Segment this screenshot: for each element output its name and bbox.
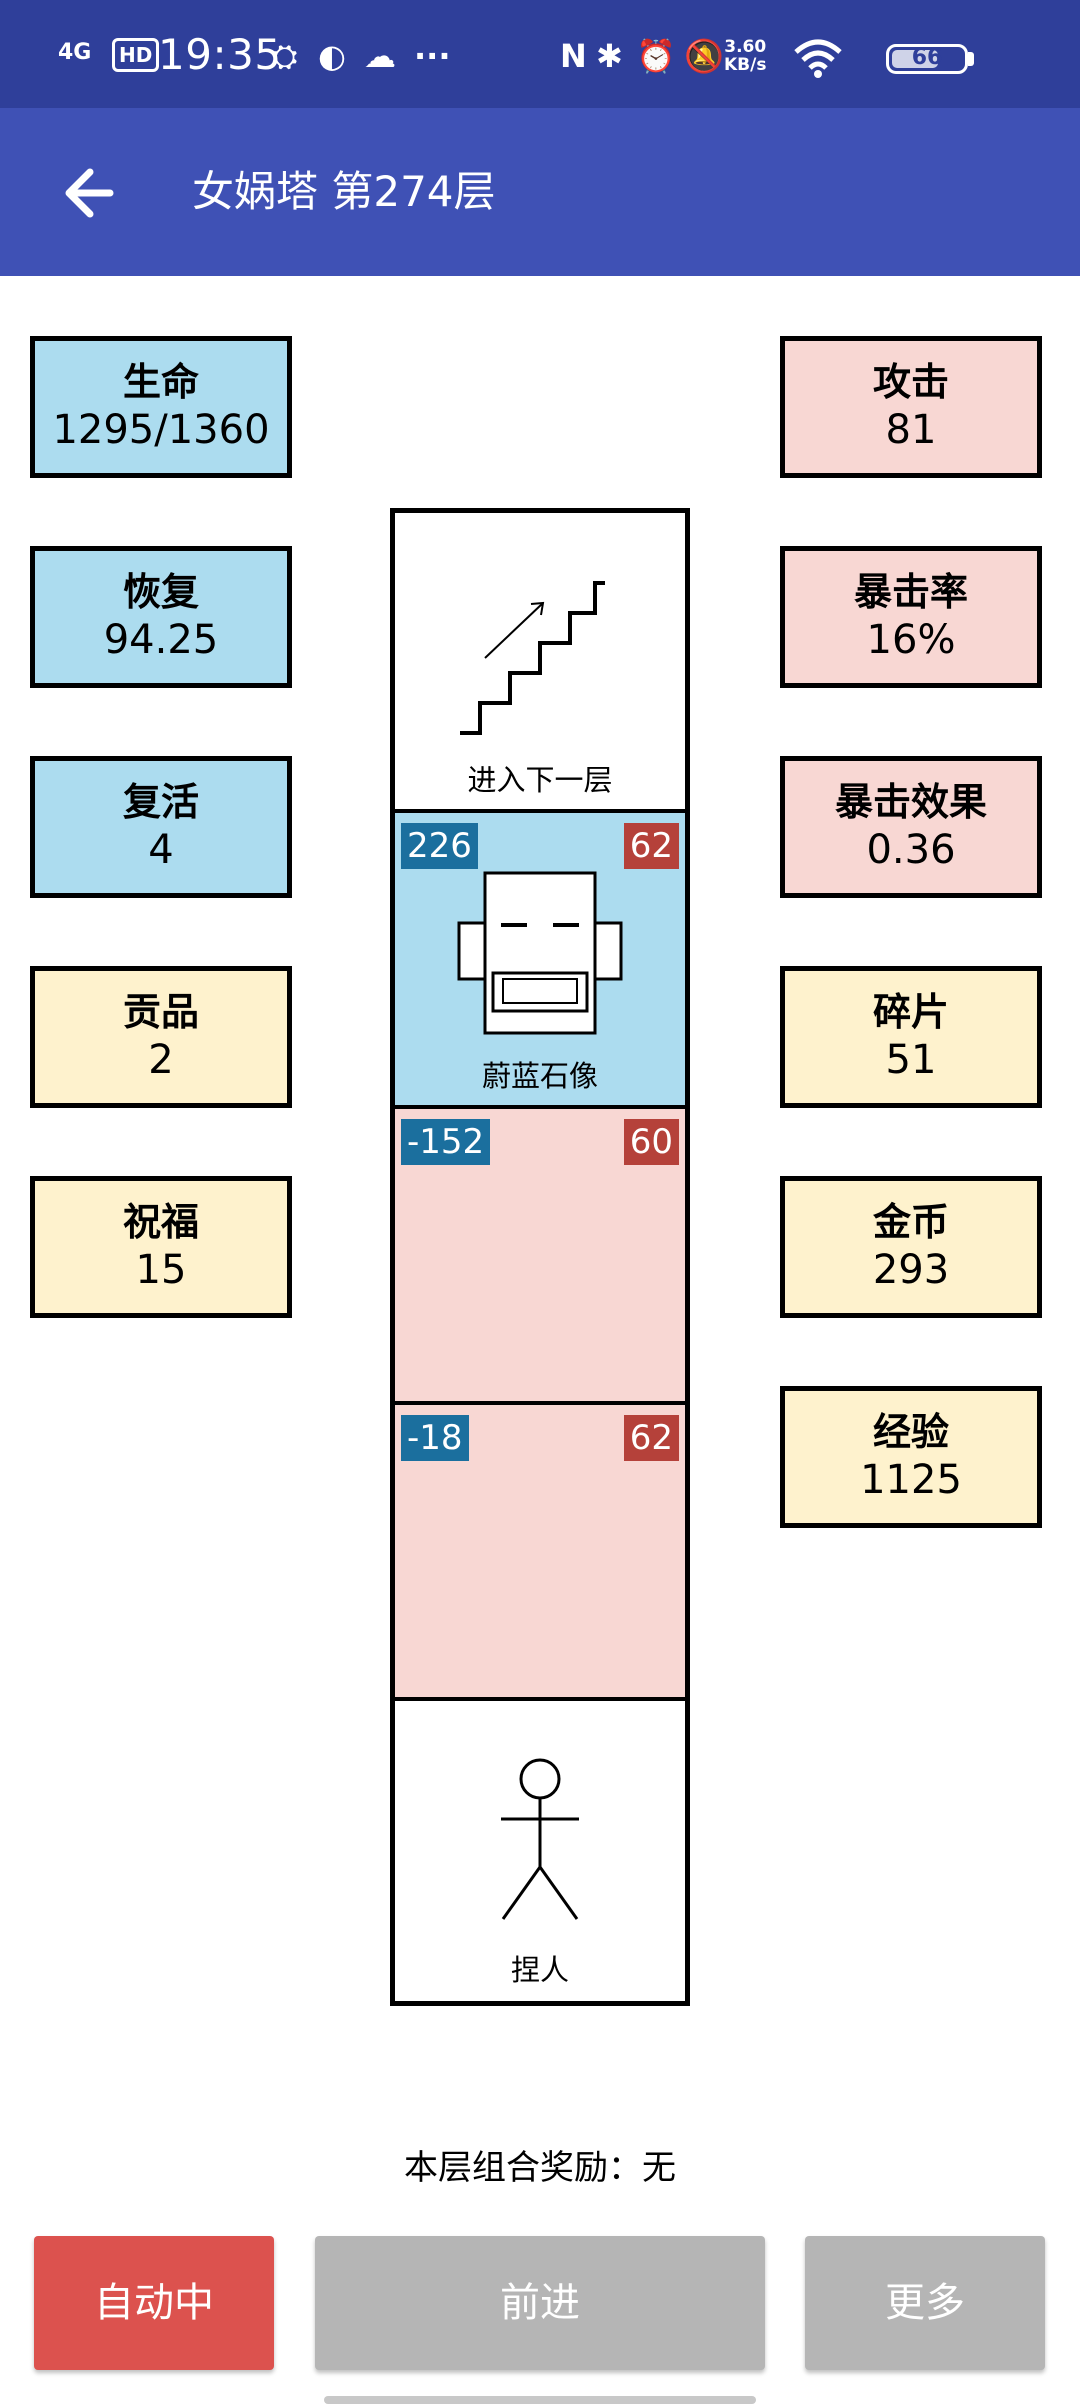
stat-label: 金币 [872,1200,949,1244]
stat-label: 贡品 [122,990,199,1034]
auto-button[interactable]: 自动中 [34,2236,274,2370]
stairs-icon [460,581,605,735]
stick-figure-icon [501,1758,579,1920]
wifi-icon [794,39,842,78]
stat-experience: 经验 1125 [780,1386,1042,1528]
stat-value: 51 [885,1037,937,1083]
tower-cell-empty[interactable]: -18 62 [395,1401,685,1697]
nfc-icon: N [560,37,587,75]
network-speed-unit: KB/s [724,55,767,75]
stat-label: 生命 [122,360,199,404]
cell-blue-value: -152 [401,1119,491,1165]
tower-column: 进入下一层 226 62 蔚蓝石像 -152 60 -18 62 [390,508,690,2006]
stat-value: 94.25 [103,617,219,663]
status-time: 19:35 [158,30,282,79]
cell-red-value: 62 [623,1415,679,1461]
globe-icon: ◐ [318,37,346,75]
battery-level: 66 [911,45,943,70]
stat-tribute: 贡品 2 [30,966,292,1108]
stat-label: 暴击效果 [834,780,987,824]
stat-label: 恢复 [122,570,199,614]
home-indicator[interactable] [324,2396,756,2404]
stat-value: 2 [148,1037,174,1083]
stat-value: 0.36 [866,827,956,873]
mute-icon: 🔕 [684,37,724,75]
more-button[interactable]: 更多 [805,2236,1045,2370]
alarm-icon: ⏰ [636,37,676,75]
stat-value: 1125 [860,1457,962,1503]
tower-cell-monster[interactable]: 226 62 蔚蓝石像 [395,809,685,1105]
page-title: 女娲塔 第274层 [192,167,496,216]
stat-label: 复活 [122,780,199,824]
app-bar: 女娲塔 第274层 [0,108,1080,276]
tower-cell-player[interactable]: 捏人 [395,1697,685,2001]
back-arrow-icon[interactable] [60,158,120,228]
stat-fragments: 碎片 51 [780,966,1042,1108]
stat-gold: 金币 293 [780,1176,1042,1318]
stat-attack: 攻击 81 [780,336,1042,478]
stat-crit-rate: 暴击率 16% [780,546,1042,688]
battery-tip [968,52,974,66]
stat-value: 293 [872,1247,950,1293]
stone-statue-icon [457,871,623,1035]
cell-red-value: 60 [623,1119,679,1165]
tower-cell-empty[interactable]: -152 60 [395,1105,685,1401]
status-bar: 4G HD 19:35 ⛭ ◐ ☁ ··· N ✱ ⏰ 🔕 3.60 KB/s … [0,0,1080,108]
cellular-signal-icon: 4G [58,40,92,65]
stat-value: 16% [866,617,956,663]
stat-crit-effect: 暴击效果 0.36 [780,756,1042,898]
stat-regen: 恢复 94.25 [30,546,292,688]
forward-button[interactable]: 前进 [315,2236,765,2370]
gamepad-icon: ⛭ [272,37,298,75]
combo-reward-text: 本层组合奖励：无 [404,2148,676,2188]
stat-value: 15 [135,1247,187,1293]
stat-label: 碎片 [872,990,949,1034]
hd-badge: HD [112,38,160,72]
stat-revive: 复活 4 [30,756,292,898]
cell-blue-value: -18 [401,1415,469,1461]
stat-hp: 生命 1295/1360 [30,336,292,478]
stat-label: 攻击 [872,360,949,404]
monster-blue-value: 226 [401,823,478,869]
stat-value: 4 [148,827,174,873]
bluetooth-icon: ✱ [596,37,623,75]
tower-cell-stairs[interactable]: 进入下一层 [395,513,685,809]
more-notifications-icon: ··· [414,37,451,75]
player-label: 捏人 [510,1953,569,1987]
stat-label: 暴击率 [853,570,968,614]
cloud-icon: ☁ [364,37,396,75]
network-speed-value: 3.60 [724,37,767,57]
monster-red-value: 62 [623,823,679,869]
stat-label: 经验 [872,1410,949,1454]
battery-icon: 66 [886,44,968,74]
stat-value: 1295/1360 [52,407,270,453]
network-speed: 3.60 KB/s [724,38,766,74]
stairs-label: 进入下一层 [467,763,613,797]
monster-name: 蔚蓝石像 [481,1059,598,1093]
stat-label: 祝福 [122,1200,199,1244]
stat-blessing: 祝福 15 [30,1176,292,1318]
stat-value: 81 [885,407,937,453]
